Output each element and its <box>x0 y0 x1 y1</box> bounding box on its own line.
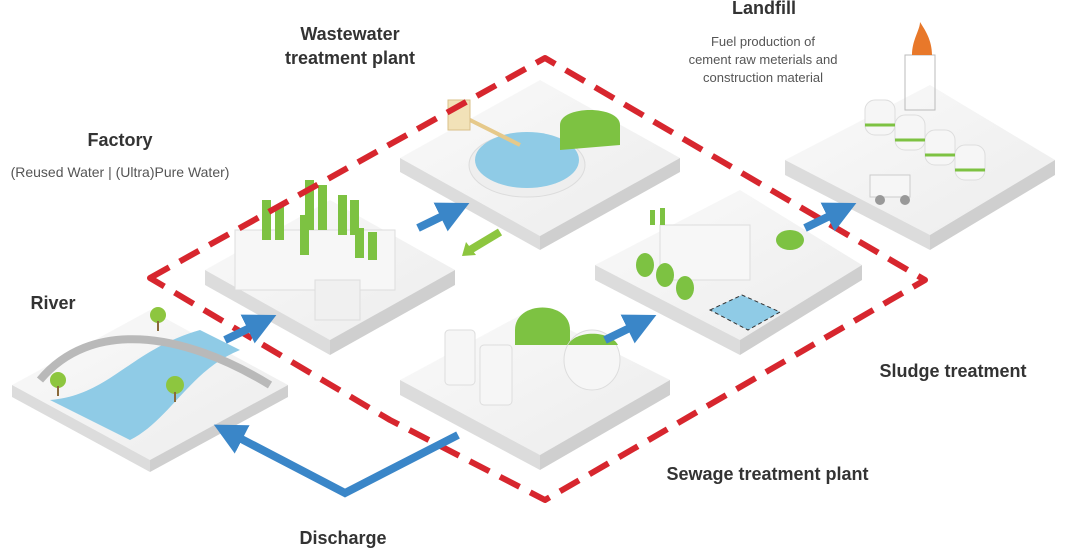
truck-icon <box>869 174 911 205</box>
landfill-note-line3: construction material <box>703 70 823 85</box>
sludge-label: Sludge treatment <box>879 361 1027 381</box>
wastewater-label: Wastewater treatment plant <box>270 22 430 70</box>
wastewater-label-line2: treatment plant <box>284 48 416 68</box>
platform-sludge <box>595 190 862 355</box>
river-label: River <box>30 293 76 313</box>
recycle-arrowhead <box>462 242 476 256</box>
platform-landfill <box>785 22 1055 250</box>
landfill-note: Fuel production of cement raw meterials … <box>668 33 858 87</box>
recycle-arrow <box>467 228 503 254</box>
river-to-factory-arrow <box>223 314 277 344</box>
sewage-to-sludge-arrow <box>603 314 657 344</box>
discharge-arrow <box>213 424 460 498</box>
factory-label: Factory <box>87 130 153 150</box>
platform-wastewater <box>400 80 680 250</box>
flow-arrows <box>213 202 857 498</box>
digester-green <box>560 110 620 150</box>
river-trees <box>50 307 184 402</box>
landfill-note-line2: cement raw meterials and <box>688 52 838 67</box>
platform-sewage <box>400 307 670 470</box>
wastewater-label-line1: Wastewater <box>300 24 400 44</box>
dashed-loop <box>147 55 928 503</box>
landfill-note-line1: Fuel production of <box>710 34 816 49</box>
factory-building <box>234 180 396 321</box>
factory-to-wastewater-arrow <box>416 202 470 232</box>
landfill-label: Landfill <box>732 0 796 18</box>
sludge-to-landfill-arrow <box>803 202 857 232</box>
platform-river <box>12 307 288 472</box>
discharge-label: Discharge <box>299 528 387 548</box>
sewage-digester-green <box>515 307 570 345</box>
river-road <box>36 335 273 389</box>
platform-factory <box>205 180 455 355</box>
clarifier-water <box>475 132 579 188</box>
river-water <box>50 330 240 440</box>
flame-icon <box>912 22 932 55</box>
factory-note: (Reused Water | (Ultra)Pure Water) <box>10 164 230 180</box>
sewage-label: Sewage treatment plant <box>666 464 869 484</box>
